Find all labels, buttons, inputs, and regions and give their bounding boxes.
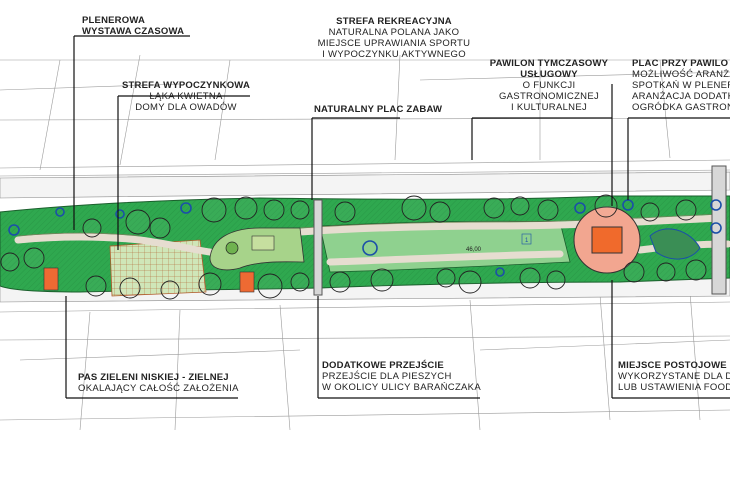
blue-trees (8, 199, 722, 277)
dimension-text: 46,00 (466, 247, 482, 253)
pavilion (591, 226, 623, 254)
label-strefa-rekreacyjna: STREFA REKREACYJNA NATURALNA POLANA JAKO… (317, 16, 471, 60)
label-pas-zieleni: PAS ZIELENI NISKIEJ - ZIELNEJ OKALAJĄCY … (78, 372, 239, 394)
plan-marker: 1 (525, 238, 529, 244)
insect-house-1 (43, 267, 59, 291)
tree-crowns (0, 194, 707, 300)
leader-lines (65, 35, 730, 399)
label-strefa-wypoczynkowa: STREFA WYPOCZYNKOWA ŁĄKA KWIETNA DOMY DL… (122, 80, 251, 113)
label-plac-pawilon: PLAC PRZY PAWILO MOŻLIWOŚĆ ARANŻA SPOTKA… (632, 58, 730, 113)
label-przejscie: DODATKOWE PRZEJŚCIE PRZEJŚCIE DLA PIESZY… (322, 360, 481, 393)
label-plac-zabaw: NATURALNY PLAC ZABAW (314, 104, 443, 115)
insect-house-2 (239, 271, 255, 293)
label-pawilon: PAWILON TYMCZASOWY USŁUGOWY O FUNKCJI GA… (489, 58, 609, 113)
label-plenerowa: PLENEROWA WYSTAWA CZASOWA (82, 15, 185, 37)
label-miejsce-postojowe: MIEJSCE POSTOJOWE WYKORZYSTANE DLA D LUB… (618, 360, 730, 393)
playground (209, 227, 305, 271)
